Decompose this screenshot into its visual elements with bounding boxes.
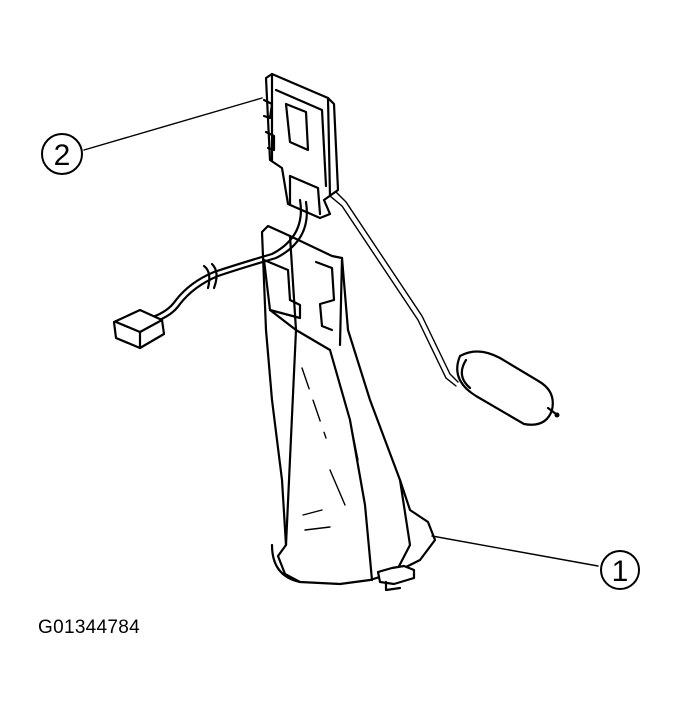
leader-line-2 <box>83 97 263 151</box>
callout-1: 1 <box>600 550 640 590</box>
callout-2: 2 <box>41 133 83 175</box>
callout-1-label: 1 <box>612 555 629 588</box>
float-arm <box>329 191 459 387</box>
wire-harness <box>148 198 308 324</box>
pump-body <box>260 224 437 592</box>
callout-2-label: 2 <box>54 139 71 172</box>
figure-id: G01344784 <box>38 617 141 638</box>
float <box>456 350 560 426</box>
sender-cap <box>262 72 340 220</box>
leader-line-1 <box>431 535 599 567</box>
electrical-connector <box>112 308 166 350</box>
